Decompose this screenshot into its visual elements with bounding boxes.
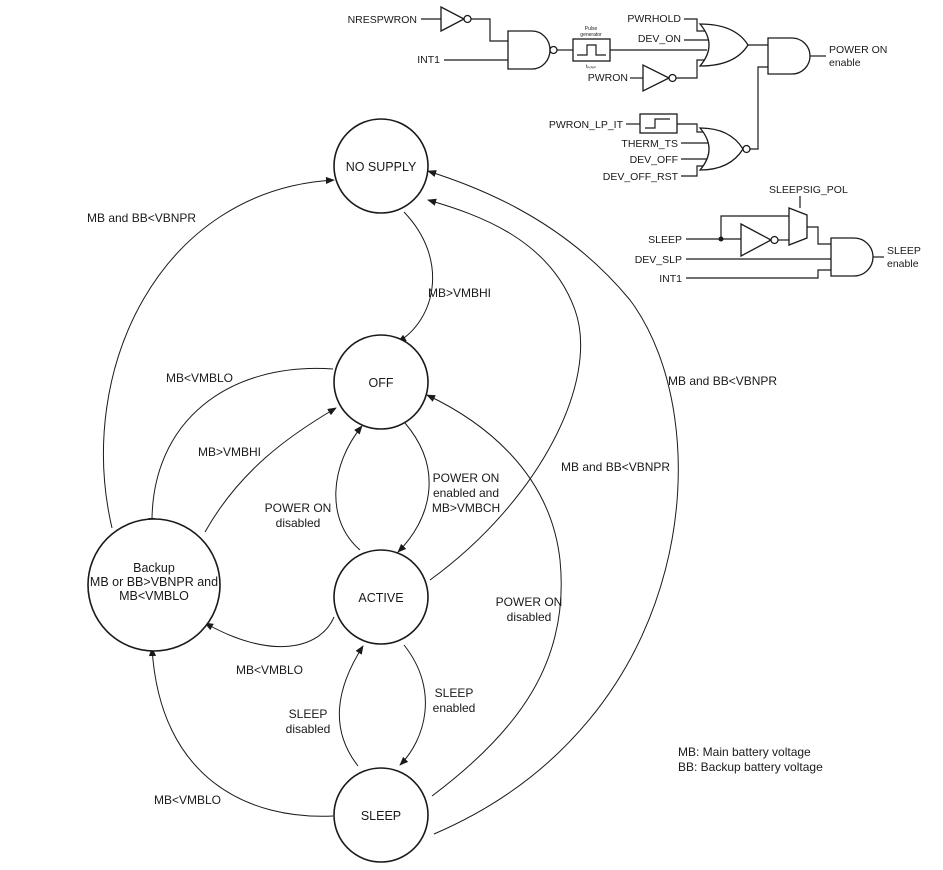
- arrow-sleep-to-backup: [148, 647, 334, 817]
- legend: MB: Main battery voltage BB: Backup batt…: [678, 745, 823, 774]
- wire: [676, 59, 710, 79]
- label-active-to-sleep: enabled: [433, 701, 476, 715]
- input-label-int1: INT1: [417, 54, 440, 66]
- label-off-to-active: MB>VMBCH: [432, 501, 500, 515]
- state-sleep: SLEEP: [333, 767, 429, 863]
- label-sleep-to-active: SLEEP: [289, 707, 328, 721]
- input-label-pwron: PWRON: [588, 72, 628, 84]
- inverter-gate: [440, 5, 466, 33]
- arrow-active-to-backup: [204, 616, 335, 648]
- state-backup: Backup MB or BB>VBNPR and MB<VMBLO: [87, 518, 221, 652]
- pulse-generator-label: Pulse: [585, 26, 598, 32]
- arrow-active-to-nosupply: [427, 198, 582, 581]
- pulse-generator-block: [572, 38, 611, 62]
- input-label-pwrhold: PWRHOLD: [627, 13, 681, 25]
- arrow-sleep-to-nosupply: [427, 170, 679, 835]
- label-active-to-off: disabled: [276, 516, 321, 530]
- input-label-therm-ts: THERM_TS: [621, 138, 678, 150]
- state-label: ACTIVE: [358, 591, 403, 605]
- input-label-sleep: SLEEP: [648, 234, 682, 246]
- output-label-power-on: enable: [829, 57, 861, 69]
- inverter-gate: [642, 63, 671, 93]
- label-active-to-backup: MB<VMBLO: [236, 663, 303, 677]
- and-gate: [767, 37, 811, 75]
- state-label-line: Backup: [133, 561, 175, 575]
- input-label-pwron-lp-it: PWRON_LP_IT: [549, 119, 624, 131]
- input-label-dev-off: DEV_OFF: [630, 154, 678, 166]
- nand-bubble: [549, 45, 558, 55]
- label-off-to-active: POWER ON: [433, 471, 500, 485]
- input-label-nrespwron: NRESPWRON: [348, 14, 417, 26]
- inverter-bubble: [770, 235, 779, 245]
- arrow-active-to-sleep: [399, 644, 426, 766]
- arrow-active-to-off: [335, 425, 363, 551]
- and-gate: [830, 237, 874, 277]
- pulse-width-label: tₚₒₗₑₙ: [586, 64, 596, 70]
- transition-labels: MB and BB<VBNPR MB>VMBHI MB<VMBLO MB>VMB…: [87, 211, 777, 807]
- arrow-sleep-to-off: [426, 394, 562, 797]
- wire: [807, 226, 831, 245]
- legend-line: MB: Main battery voltage: [678, 745, 811, 759]
- inverter-bubble: [463, 14, 472, 24]
- label-sleep-to-nosupply: MB and BB<VBNPR: [668, 374, 777, 388]
- input-label-dev-on: DEV_ON: [638, 33, 681, 45]
- input-label-dev-off-rst: DEV_OFF_RST: [603, 171, 679, 183]
- label-sleep-to-off: POWER ON: [496, 595, 563, 609]
- nor-bubble: [742, 144, 751, 154]
- label-nosupply-to-off: MB>VMBHI: [428, 286, 491, 300]
- sleep-logic-circuit: SLEEPSIG_POL SLEEP DEV_SLP INT1 SLEEP en…: [635, 184, 921, 285]
- label-backup-to-off: MB>VMBHI: [198, 445, 261, 459]
- pulse-generator-label: generator: [580, 32, 602, 38]
- wire: [684, 18, 710, 32]
- state-label-line: MB or BB>VBNPR and: [90, 575, 218, 589]
- output-label-power-on: POWER ON: [829, 44, 887, 56]
- state-label: SLEEP: [361, 809, 401, 823]
- arrow-off-to-backup: [148, 367, 334, 527]
- wire: [471, 18, 508, 42]
- arrow-off-to-active: [397, 422, 430, 553]
- label-off-to-active: enabled and: [433, 486, 499, 500]
- wire: [686, 269, 831, 279]
- state-label-line: MB<VMBLO: [119, 589, 189, 603]
- arrow-backup-to-off: [204, 407, 337, 533]
- inverter-gate: [740, 222, 773, 258]
- state-no-supply: NO SUPPLY: [333, 118, 429, 214]
- wire: [720, 215, 789, 239]
- output-label-sleep: SLEEP: [887, 245, 921, 257]
- pulse-waveform: [577, 44, 606, 56]
- label-backup-to-nosupply: MB and BB<VBNPR: [87, 211, 196, 225]
- label-sleep-to-off: disabled: [507, 610, 552, 624]
- label-sleep-to-backup: MB<VMBLO: [154, 793, 221, 807]
- mux-block: [788, 207, 808, 246]
- arrow-nosupply-to-off: [397, 211, 434, 343]
- or-gate: [698, 23, 749, 67]
- arrow-sleep-to-active: [338, 645, 364, 767]
- label-active-to-off: POWER ON: [265, 501, 332, 515]
- transition-arrows: [103, 170, 679, 835]
- state-active: ACTIVE: [333, 549, 429, 645]
- label-off-to-backup: MB<VMBLO: [166, 371, 233, 385]
- state-label: NO SUPPLY: [346, 160, 417, 174]
- legend-line: BB: Backup battery voltage: [678, 760, 823, 774]
- label-sleep-to-active: disabled: [286, 722, 331, 736]
- nand-gate: [507, 30, 551, 70]
- state-label: OFF: [369, 376, 394, 390]
- mux-label-sleepsig-pol: SLEEPSIG_POL: [769, 184, 848, 196]
- pulse-filter-waveform: [645, 118, 670, 129]
- pulse-filter-block: [639, 113, 678, 134]
- label-active-to-nosupply: MB and BB<VBNPR: [561, 460, 670, 474]
- input-label-dev-slp: DEV_SLP: [635, 254, 682, 266]
- power-on-logic-circuit: NRESPWRON INT1 PWRHOLD DEV_ON PWRON Puls…: [348, 5, 887, 183]
- label-active-to-sleep: SLEEP: [435, 686, 474, 700]
- arrow-backup-to-nosupply: [103, 176, 335, 529]
- nor-gate: [698, 127, 744, 171]
- inverter-bubble: [668, 73, 677, 83]
- state-off: OFF: [333, 334, 429, 430]
- wire: [750, 66, 768, 150]
- output-label-sleep: enable: [887, 258, 919, 270]
- input-label-int1-sleep: INT1: [659, 273, 682, 285]
